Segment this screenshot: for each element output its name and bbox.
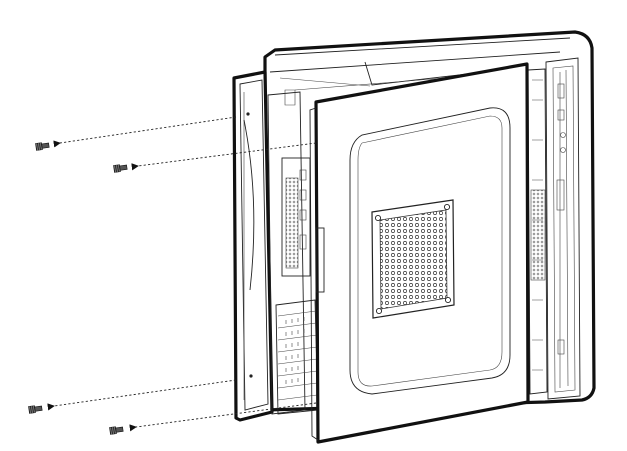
thumb-screw-icon [113,164,128,173]
front-bezel [545,57,581,400]
chassis-rear-io [267,89,319,415]
fan-grille [371,199,455,319]
io-shield [281,157,311,277]
guide-lines [47,116,317,432]
guide-line-1 [53,116,237,148]
guide-line-2 [131,142,317,171]
guide-line-4 [129,402,317,432]
expansion-slots [275,299,319,415]
rear-side-panel [232,70,274,422]
guide-line-3 [47,379,237,411]
rear-vent [285,177,299,269]
side-panel-recess [349,107,511,395]
side-panel [309,62,530,444]
thumb-screw-icon [35,142,50,151]
drive-cage [527,68,548,395]
side-panel-handle [315,227,325,293]
thumb-screw-icon [28,405,43,414]
thumb-screw-icon [109,426,124,435]
